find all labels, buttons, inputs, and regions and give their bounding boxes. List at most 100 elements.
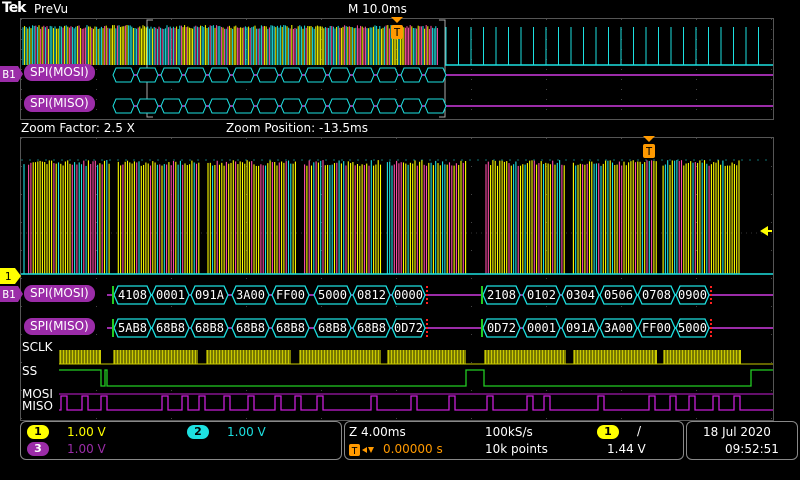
ch3-badge[interactable]: 3 xyxy=(27,442,49,456)
zoom-miso-packet xyxy=(561,318,600,338)
ss-label: SS xyxy=(22,364,38,378)
zoom-mosi-packet-value: 4108 xyxy=(118,288,147,302)
overview-mosi-packet xyxy=(424,67,447,83)
acquisition-mode: PreVu xyxy=(34,2,69,16)
tek-logo: Tek xyxy=(2,0,26,16)
zoom-mosi-packet xyxy=(675,285,710,305)
ss-trace xyxy=(59,369,773,387)
zoom-mosi-packet-value: 0102 xyxy=(527,288,556,302)
trigger-offset-readout: 0.00000 s xyxy=(383,442,443,456)
zoom-miso-packet xyxy=(113,318,152,338)
zoom-miso-packet xyxy=(637,318,676,338)
time-readout: 09:52:51 xyxy=(725,442,779,456)
zoom-miso-packet xyxy=(271,318,310,338)
zoom-miso-packet xyxy=(522,318,561,338)
sclk-burst xyxy=(387,350,466,364)
overview-miso-packet xyxy=(160,98,183,114)
svg-text:B1: B1 xyxy=(2,288,15,301)
record-length-readout: 10k points xyxy=(485,442,548,456)
overview-mosi-packet xyxy=(280,67,303,83)
datetime-panel: 18 Jul 2020 09:52:51 xyxy=(686,421,798,460)
zoom-miso-packet-value: 68B8 xyxy=(156,321,185,335)
ch1-ground-marker[interactable]: 1 xyxy=(0,268,22,288)
zoom-mosi-packet-value: 0000 xyxy=(394,288,423,302)
zoom-mosi-packet xyxy=(599,285,638,305)
zoom-miso-packet-value: 5AB8 xyxy=(118,321,147,335)
zoom-mosi-packet-value: FF00 xyxy=(276,288,305,302)
overview-miso-packet xyxy=(256,98,279,114)
zoom-miso-packet-value: 0D72 xyxy=(394,321,423,335)
svg-text:B1: B1 xyxy=(2,68,15,81)
zoom-miso-packet-value: 091A xyxy=(566,321,596,335)
zoom-miso-packet-value: 3A00 xyxy=(604,321,633,335)
sclk-label: SCLK xyxy=(22,340,53,354)
date-readout: 18 Jul 2020 xyxy=(703,425,771,439)
zoom-miso-packet xyxy=(675,318,710,338)
zoom-mosi-packet-value: 0900 xyxy=(678,288,707,302)
trigger-level-arrow-icon[interactable] xyxy=(760,222,772,241)
zoom-mosi-packet-value: 0001 xyxy=(156,288,185,302)
overview-miso-packet xyxy=(424,98,447,114)
svg-text:T: T xyxy=(351,446,357,457)
overview-mosi-packet xyxy=(328,67,351,83)
zoom-mosi-packet xyxy=(151,285,190,305)
zoom-mosi-packet xyxy=(190,285,229,305)
zoom-mosi-packet xyxy=(231,285,270,305)
zoom-miso-packet-value: 68B8 xyxy=(195,321,224,335)
zoom-mosi-packet xyxy=(113,285,152,305)
ch2-scale: 1.00 V xyxy=(227,425,266,439)
zoom-miso-packet-value: 68B8 xyxy=(236,321,265,335)
zoom-spi-miso-label: SPI(MISO) xyxy=(24,318,95,335)
overview-miso-packet xyxy=(376,98,399,114)
overview-mosi-packet xyxy=(136,67,159,83)
zoom-miso-packet-value: 0D72 xyxy=(487,321,516,335)
overview-miso-packet xyxy=(136,98,159,114)
zoom-position-readout: Zoom Position: -13.5ms xyxy=(226,121,368,135)
overview-spi-miso-label: SPI(MISO) xyxy=(24,95,95,112)
overview-mosi-packet xyxy=(112,67,135,83)
acquisition-settings-panel[interactable]: Z 4.00ms T 0.00000 s 100kS/s 10k points … xyxy=(344,421,684,460)
timebase-readout[interactable]: M 10.0ms xyxy=(348,2,407,16)
svg-text:1: 1 xyxy=(5,270,12,283)
zoom-miso-packet-value: 68B8 xyxy=(357,321,386,335)
zoom-mosi-packet-value: 0304 xyxy=(566,288,595,302)
zoom-miso-packet xyxy=(151,318,190,338)
overview-miso-packet xyxy=(232,98,255,114)
overview-mosi-packet xyxy=(208,67,231,83)
zoom-miso-packet xyxy=(231,318,270,338)
trigger-slope-icon: / xyxy=(637,424,642,438)
overview-miso-packet xyxy=(352,98,375,114)
svg-text:T: T xyxy=(646,145,653,158)
zoom-miso-packet xyxy=(599,318,638,338)
overview-mosi-packet xyxy=(184,67,207,83)
overview-trigger-marker[interactable]: T xyxy=(390,17,404,45)
overview-mosi-packet xyxy=(376,67,399,83)
ch2-badge[interactable]: 2 xyxy=(187,425,209,439)
zoom-miso-packet-value: 68B8 xyxy=(276,321,305,335)
trigger-source-badge[interactable]: 1 xyxy=(597,425,619,439)
overview-mosi-packet xyxy=(352,67,375,83)
overview-miso-packet xyxy=(208,98,231,114)
zoom-bus-b1-marker[interactable]: B1 xyxy=(0,286,24,306)
overview-spi-mosi-label: SPI(MOSI) xyxy=(24,64,95,81)
zoom-mosi-packet-value: 0506 xyxy=(604,288,633,302)
zoom-mosi-packet xyxy=(637,285,676,305)
zoom-miso-packet xyxy=(352,318,391,338)
zoom-trigger-marker[interactable]: T xyxy=(642,136,656,164)
overview-miso-packet xyxy=(304,98,327,114)
channel-settings-panel[interactable]: 1 1.00 V 2 1.00 V 3 1.00 V xyxy=(20,421,342,460)
overview-mosi-packet xyxy=(304,67,327,83)
overview-miso-packet xyxy=(280,98,303,114)
ch1-badge[interactable]: 1 xyxy=(27,425,49,439)
trigger-level-readout: 1.44 V xyxy=(607,442,646,456)
overview-mosi-packet xyxy=(232,67,255,83)
zoom-mosi-packet xyxy=(391,285,426,305)
overview-mosi-packet xyxy=(256,67,279,83)
sample-rate-readout: 100kS/s xyxy=(485,425,533,439)
trigger-position-icon: T xyxy=(349,442,375,461)
mosi-digital-label: MOSI xyxy=(22,387,53,401)
zoom-mosi-packet xyxy=(522,285,561,305)
overview-bus-b1-marker[interactable]: B1 xyxy=(0,66,24,86)
